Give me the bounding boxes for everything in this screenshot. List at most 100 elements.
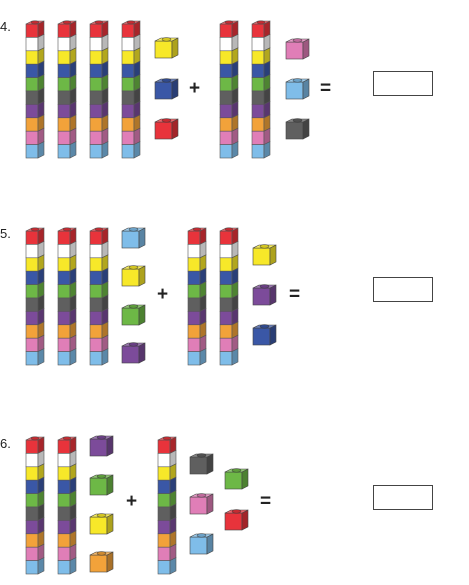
cube-green xyxy=(57,281,77,299)
cube-green xyxy=(25,281,45,299)
single-cube-purple xyxy=(252,284,277,306)
problem-5-plus-sign: + xyxy=(157,284,169,305)
cube-tower xyxy=(219,227,239,366)
cube-pink xyxy=(57,334,77,353)
problem-5-answer-box[interactable] xyxy=(373,277,433,302)
cube-lightblue xyxy=(89,348,109,366)
single-cube-lightblue xyxy=(285,78,310,100)
cube-tower xyxy=(57,20,77,159)
cube-red xyxy=(57,436,77,454)
single-cube-yellow xyxy=(252,244,277,266)
cube-red xyxy=(219,20,239,38)
cube-lightblue xyxy=(89,141,109,159)
cube-yellow xyxy=(57,254,77,272)
cube-white xyxy=(89,240,109,259)
single-cube-blue xyxy=(154,78,179,100)
cube-purple xyxy=(187,307,207,326)
cube-lightblue xyxy=(251,141,271,159)
cube-blue xyxy=(57,476,77,495)
cube-tower xyxy=(187,227,207,366)
single-cube-lightblue xyxy=(189,533,214,555)
cube-pink xyxy=(25,334,45,353)
cube-pink xyxy=(89,334,109,353)
cube-green xyxy=(219,74,239,92)
cube-gray xyxy=(219,294,239,312)
problem-6-plus-sign: + xyxy=(126,491,138,512)
single-cube-red xyxy=(154,118,179,140)
cube-orange xyxy=(187,321,207,339)
cube-lightblue xyxy=(157,557,177,575)
cube-blue xyxy=(157,476,177,495)
cube-yellow xyxy=(89,254,109,272)
cube-white xyxy=(187,240,207,259)
cube-purple xyxy=(25,100,45,119)
cube-tower xyxy=(57,227,77,366)
cube-purple xyxy=(89,100,109,119)
single-cube-purple xyxy=(89,435,114,457)
problem-5-number: 5. xyxy=(0,226,11,241)
single-cube-gray xyxy=(285,118,310,140)
cube-tower xyxy=(57,436,77,575)
single-cube-red xyxy=(224,509,249,531)
cube-purple xyxy=(89,307,109,326)
cube-tower xyxy=(219,20,239,159)
problem-4-number: 4. xyxy=(0,19,11,34)
cube-tower xyxy=(251,20,271,159)
cube-red xyxy=(25,20,45,38)
cube-lightblue xyxy=(25,557,45,575)
cube-yellow xyxy=(251,47,271,65)
single-cube-yellow xyxy=(154,37,179,59)
cube-pink xyxy=(187,334,207,353)
cube-pink xyxy=(25,543,45,562)
cube-lightblue xyxy=(57,348,77,366)
cube-blue xyxy=(121,60,141,79)
single-cube-orange xyxy=(89,551,114,573)
cube-purple xyxy=(219,100,239,119)
single-cube-gray xyxy=(189,453,214,475)
single-cube-green xyxy=(89,474,114,496)
cube-purple xyxy=(219,307,239,326)
cube-green xyxy=(89,74,109,92)
problem-6-answer-box[interactable] xyxy=(373,485,433,510)
cube-white xyxy=(157,449,177,468)
cube-blue xyxy=(57,60,77,79)
cube-gray xyxy=(25,87,45,105)
single-cube-pink xyxy=(189,493,214,515)
problem-5-equals-sign: = xyxy=(289,284,301,305)
cube-yellow xyxy=(157,463,177,481)
problem-6-equals-sign: = xyxy=(260,491,272,512)
cube-yellow xyxy=(89,47,109,65)
cube-lightblue xyxy=(121,141,141,159)
cube-orange xyxy=(157,530,177,548)
cube-red xyxy=(157,436,177,454)
cube-gray xyxy=(157,503,177,521)
single-cube-yellow xyxy=(121,265,146,287)
cube-red xyxy=(219,227,239,245)
cube-tower xyxy=(121,20,141,159)
cube-yellow xyxy=(121,47,141,65)
cube-red xyxy=(187,227,207,245)
cube-lightblue xyxy=(219,348,239,366)
cube-red xyxy=(57,20,77,38)
cube-blue xyxy=(57,267,77,286)
cube-orange xyxy=(219,114,239,132)
cube-pink xyxy=(219,127,239,146)
cube-orange xyxy=(219,321,239,339)
cube-tower xyxy=(89,20,109,159)
cube-gray xyxy=(57,503,77,521)
problem-4-answer-box[interactable] xyxy=(373,71,433,96)
cube-tower xyxy=(25,436,45,575)
single-cube-yellow xyxy=(89,513,114,535)
cube-white xyxy=(251,33,271,52)
cube-tower xyxy=(25,227,45,366)
single-cube-blue xyxy=(252,324,277,346)
cube-green xyxy=(157,490,177,508)
cube-yellow xyxy=(25,463,45,481)
cube-lightblue xyxy=(57,141,77,159)
cube-green xyxy=(89,281,109,299)
cube-white xyxy=(219,240,239,259)
cube-tower xyxy=(25,20,45,159)
cube-lightblue xyxy=(25,348,45,366)
cube-orange xyxy=(121,114,141,132)
cube-pink xyxy=(251,127,271,146)
